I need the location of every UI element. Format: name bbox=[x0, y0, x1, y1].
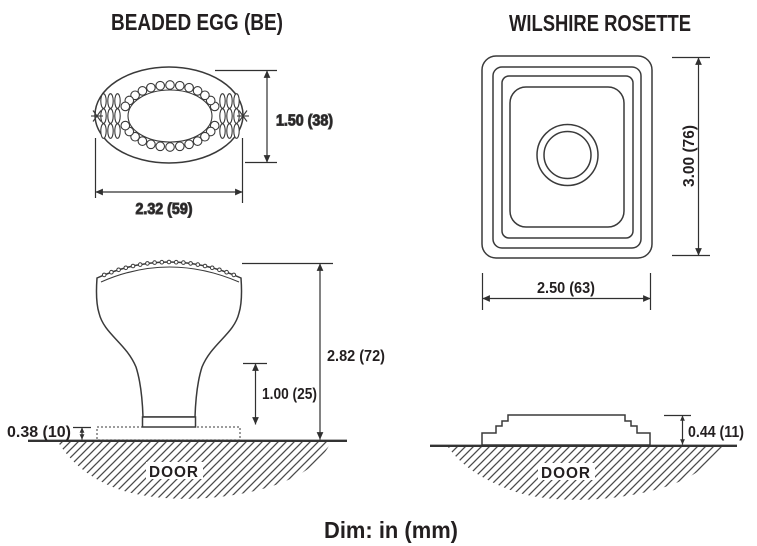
knob-collar bbox=[141, 416, 197, 428]
wilshire-rosette-front-view: 3.00 (76) 2.50 (63) bbox=[481, 55, 710, 310]
projection-label: 1.00 (25) bbox=[262, 386, 317, 403]
top-view-height-dimension: 1.50 (38) bbox=[215, 69, 334, 164]
spindle-hole bbox=[543, 130, 592, 180]
beaded-egg-side-view: DOOR 2.82 (72) 1.00 (25) 0.38 (10) bbox=[7, 259, 385, 499]
front-view-width-label: 2.50 (63) bbox=[537, 280, 595, 297]
door-label: DOOR bbox=[149, 464, 199, 481]
side-view-projection-dimension: 1.00 (25) bbox=[243, 362, 317, 425]
top-view-width-label: 2.32 (59) bbox=[136, 201, 193, 218]
rosette-profile bbox=[481, 414, 651, 446]
rosette-inner-panel bbox=[509, 86, 625, 228]
rosette-third-outline bbox=[501, 75, 634, 239]
front-view-width-dimension: 2.50 (63) bbox=[481, 273, 652, 310]
right-leaf-ornament bbox=[219, 93, 249, 139]
front-view-height-label: 3.00 (76) bbox=[681, 125, 698, 187]
knob-top-band bbox=[100, 266, 240, 283]
wilshire-rosette-title: WILSHIRE ROSETTE bbox=[509, 10, 691, 36]
top-view-width-dimension: 2.32 (59) bbox=[94, 138, 244, 219]
rosette-second-outline bbox=[492, 66, 642, 249]
units-note: Dim: in (mm) bbox=[324, 517, 458, 543]
top-view-height-label: 1.50 (38) bbox=[276, 113, 333, 130]
thickness-label: 0.44 (11) bbox=[688, 424, 744, 441]
side-view-thickness-dimension: 0.44 (11) bbox=[664, 414, 744, 445]
knob-top-beads bbox=[101, 259, 237, 278]
knob-profile bbox=[95, 261, 243, 418]
spindle-ring-outer bbox=[536, 123, 599, 187]
door-label: DOOR bbox=[541, 465, 591, 482]
base-thickness-label: 0.38 (10) bbox=[7, 424, 71, 441]
bead-ring bbox=[120, 80, 220, 152]
door-label-backing bbox=[538, 463, 595, 480]
rosette-outer-outline bbox=[481, 55, 653, 259]
left-leaf-ornament bbox=[91, 93, 121, 139]
front-view-height-dimension: 3.00 (76) bbox=[672, 56, 710, 257]
overall-height-label: 2.82 (72) bbox=[327, 348, 385, 365]
knob-outer-ellipse bbox=[94, 66, 244, 164]
side-view-overall-height-dimension: 2.82 (72) bbox=[242, 262, 385, 440]
beaded-egg-title: BEADED EGG (BE) bbox=[111, 9, 283, 35]
beaded-egg-top-view: 1.50 (38) 2.32 (59) bbox=[91, 66, 334, 219]
knob-inner-ellipse bbox=[127, 89, 213, 143]
wilshire-rosette-side-view: DOOR 0.44 (11) bbox=[430, 414, 744, 500]
rosette-hidden-outline bbox=[96, 426, 241, 441]
side-view-base-thickness-dimension: 0.38 (10) bbox=[7, 424, 91, 441]
door-label-backing bbox=[146, 462, 203, 479]
